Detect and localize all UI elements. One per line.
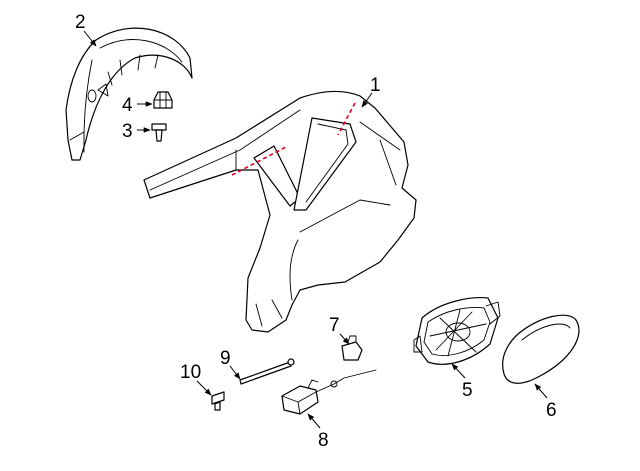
callout-5: 5	[462, 380, 473, 401]
callout-10: 10	[180, 362, 201, 383]
cut-line-lower	[231, 146, 287, 176]
callout-2: 2	[75, 12, 86, 33]
bolt-part[interactable]	[151, 123, 167, 142]
callout-8: 8	[318, 430, 329, 451]
callout-4: 4	[122, 95, 133, 116]
wheelhouse-liner-part[interactable]	[65, 27, 193, 161]
fuel-door-housing-part[interactable]	[413, 297, 501, 365]
quarter-panel-part[interactable]	[143, 90, 417, 333]
fuel-door-part[interactable]	[502, 314, 580, 384]
callout-9: 9	[220, 348, 231, 369]
callout-3: 3	[122, 121, 133, 142]
nut-part[interactable]	[153, 91, 173, 109]
actuator-part[interactable]	[281, 369, 377, 415]
release-rod-part[interactable]	[239, 358, 295, 385]
grommet-part[interactable]	[211, 391, 225, 411]
callout-1: 1	[370, 75, 381, 96]
callout-leaders	[83, 30, 548, 429]
cut-line-upper	[337, 102, 356, 136]
callout-7: 7	[329, 315, 340, 336]
callout-6: 6	[546, 400, 557, 421]
